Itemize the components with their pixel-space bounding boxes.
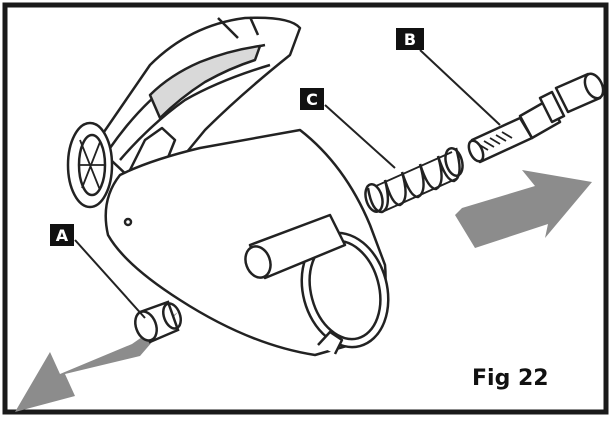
label-a: A	[50, 224, 74, 246]
figure-caption: Fig 22	[472, 366, 549, 391]
cylinder-body	[104, 128, 390, 357]
label-a-text: A	[56, 226, 69, 245]
wheel	[66, 121, 114, 209]
pin-a	[134, 300, 182, 344]
leader-lines	[74, 49, 501, 319]
arrow-out-right	[455, 170, 592, 248]
plunger-b	[467, 72, 605, 164]
spring-c	[364, 147, 464, 214]
label-b: B	[396, 28, 424, 50]
label-c: C	[300, 88, 324, 110]
label-b-text: B	[404, 30, 416, 49]
label-c-text: C	[306, 90, 318, 109]
arrow-out-left	[15, 312, 178, 412]
